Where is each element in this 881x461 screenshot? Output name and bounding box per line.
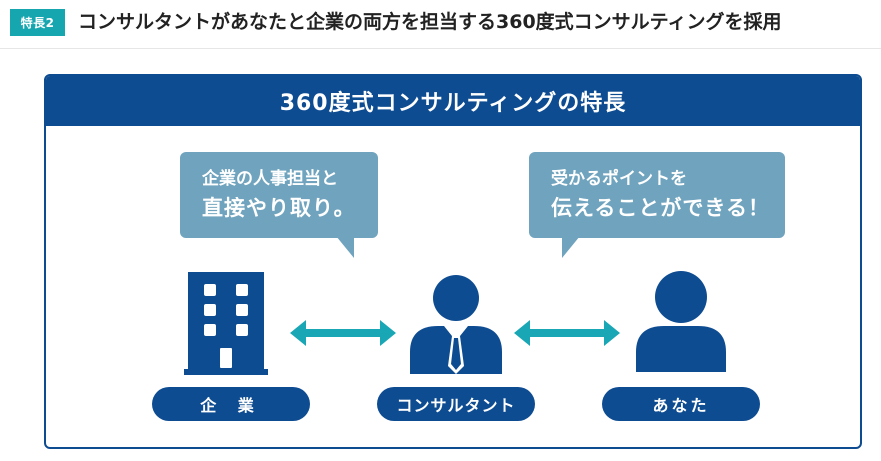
panel-title: 360度式コンサルティングの特長 [46, 76, 860, 126]
consultant-icon [408, 274, 504, 380]
company-label: 企 業 [152, 387, 310, 421]
you-speech-bubble: 受かるポイントを 伝えることができる！ [529, 152, 785, 238]
company-bubble-tail [336, 236, 354, 258]
building-icon [184, 272, 268, 380]
company-bubble-line1: 企業の人事担当と [202, 169, 338, 189]
company-speech-bubble: 企業の人事担当と 直接やり取り。 [180, 152, 378, 238]
double-arrow-icon-right [514, 320, 620, 350]
consulting-panel: 360度式コンサルティングの特長 企業の人事担当と 直接やり取り。 受かるポイン… [44, 74, 862, 449]
feature-heading: コンサルタントがあなたと企業の両方を担当する360度式コンサルティングを採用 [78, 11, 782, 33]
feature-badge: 特長2 [10, 9, 65, 36]
feature-header: 特長2 コンサルタントがあなたと企業の両方を担当する360度式コンサルティングを… [0, 0, 881, 50]
company-bubble-line2: 直接やり取り。 [202, 196, 356, 220]
double-arrow-icon [290, 320, 396, 350]
person-icon [634, 270, 728, 378]
header-divider [0, 48, 881, 49]
consultant-label: コンサルタント [377, 387, 535, 421]
you-bubble-line1: 受かるポイントを [551, 169, 687, 189]
you-bubble-line2: 伝えることができる！ [551, 196, 770, 220]
you-bubble-tail [562, 236, 580, 258]
you-label: あなた [602, 387, 760, 421]
